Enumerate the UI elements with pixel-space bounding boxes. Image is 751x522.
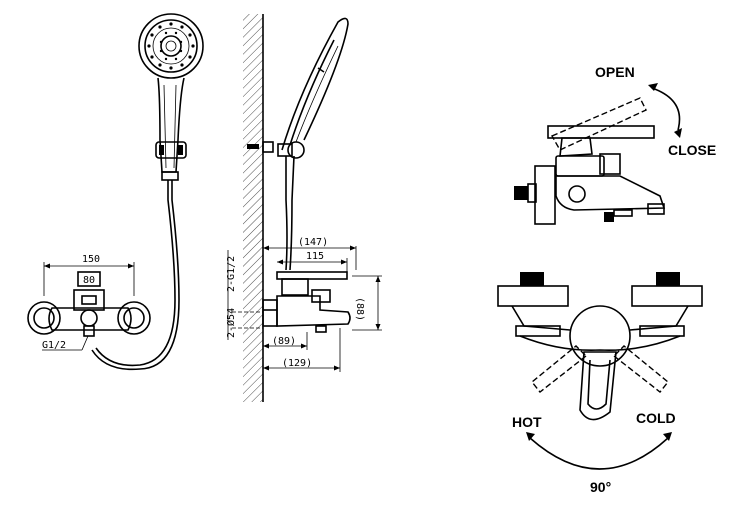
width-dim: 150: [82, 254, 100, 265]
angle-label: 90°: [590, 479, 611, 495]
close-label: CLOSE: [668, 142, 716, 158]
cold-label: COLD: [636, 410, 676, 426]
inlet-label: G1/2: [42, 340, 66, 351]
hot-cold-view: HOT COLD 90°: [497, 272, 703, 495]
wall-section: [243, 14, 263, 402]
front-view: 150 80 G1/2: [27, 13, 204, 371]
side-view: (147) 115 (88) (89) (129) 2-G1/2 2-Ø54: [225, 14, 382, 402]
height-dim: (88): [354, 297, 365, 321]
spout-dim: 115: [306, 251, 324, 262]
open-close-view: OPEN CLOSE: [514, 64, 716, 225]
pipe-label: 2-Ø54: [225, 308, 237, 338]
depth-dim: (129): [282, 358, 312, 369]
wall-dim: (89): [272, 336, 296, 347]
open-label: OPEN: [595, 64, 635, 80]
overall-dim: (147): [298, 237, 328, 248]
center-dim: 80: [83, 275, 95, 286]
shower-head: [138, 13, 204, 79]
thread-label: 2-G1/2: [226, 256, 237, 292]
hot-label: HOT: [512, 414, 542, 430]
